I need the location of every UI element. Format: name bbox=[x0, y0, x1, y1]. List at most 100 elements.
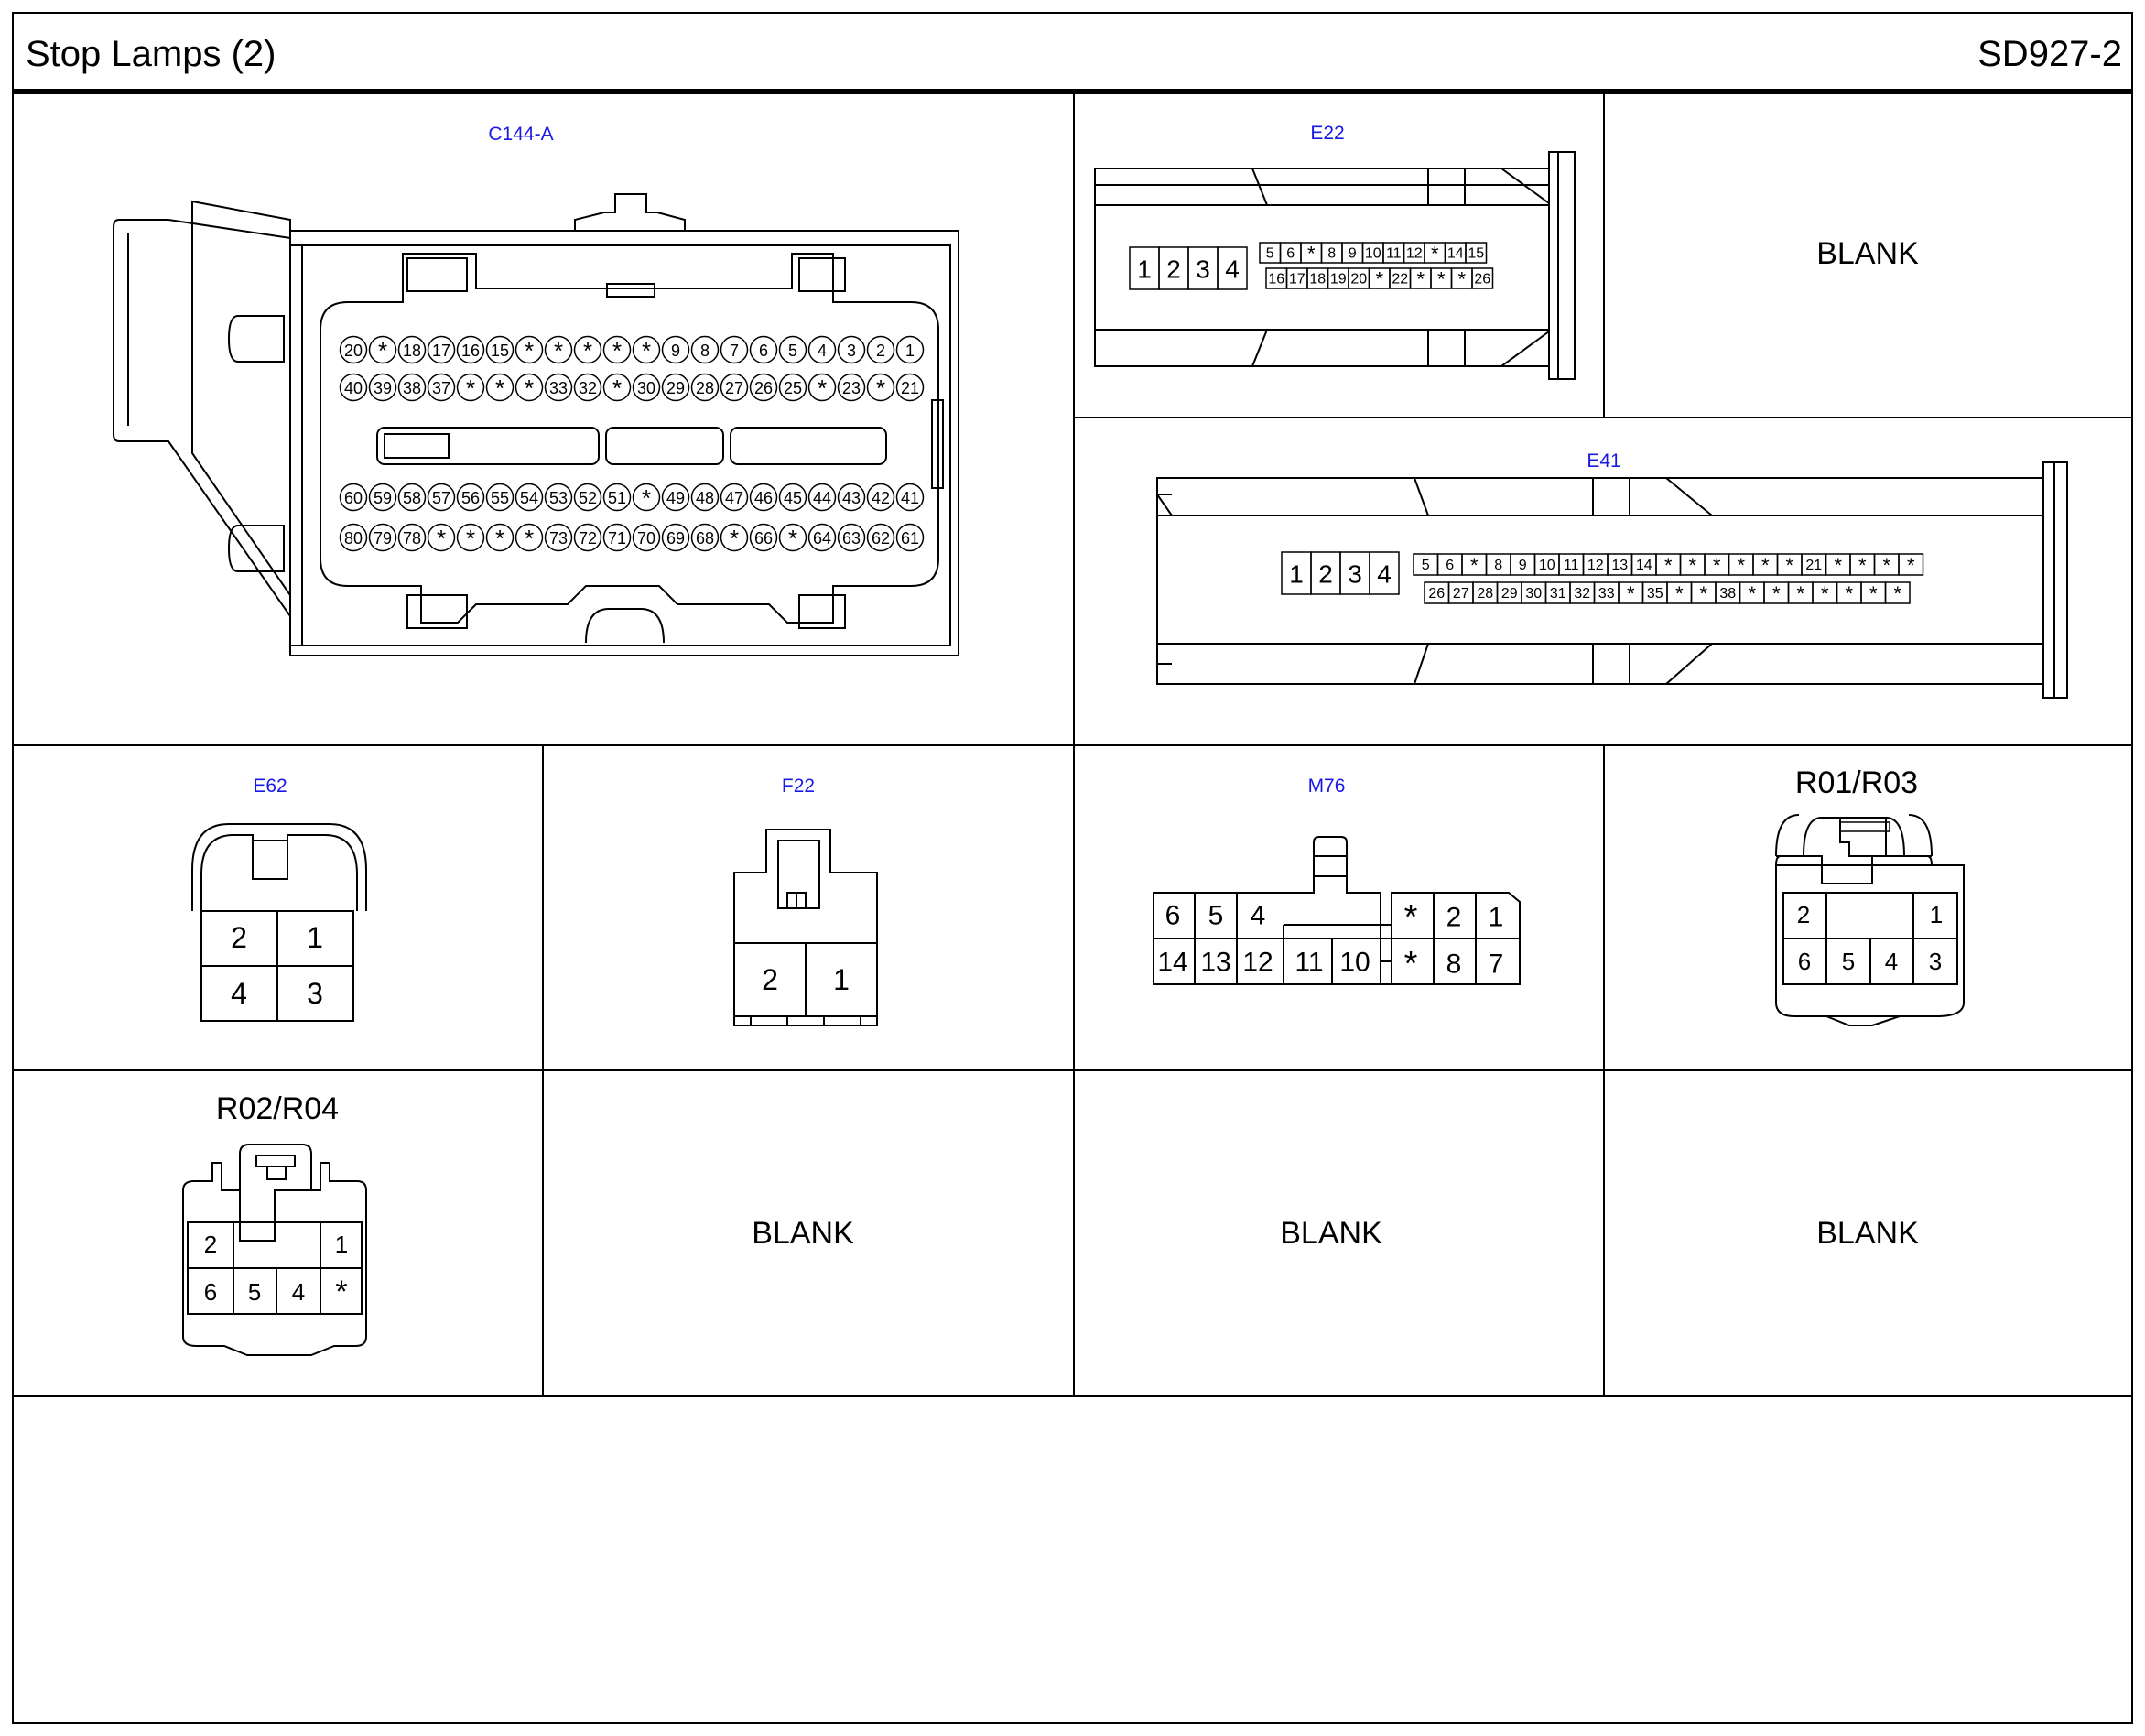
pin-label: 56 bbox=[461, 489, 480, 507]
pin-label: * bbox=[335, 1275, 347, 1309]
pin-label: 5 bbox=[1422, 558, 1430, 573]
pin-label: * bbox=[525, 525, 534, 552]
pin-circle bbox=[456, 483, 485, 512]
pin-label: * bbox=[1627, 582, 1635, 605]
pin-label: 21 bbox=[901, 379, 919, 397]
pin-circle bbox=[895, 335, 925, 364]
pin-circle bbox=[895, 523, 925, 552]
pin-label: 43 bbox=[842, 489, 861, 507]
pin-circle bbox=[602, 523, 632, 552]
pin-label: * bbox=[1834, 554, 1842, 577]
pin-label: * bbox=[1907, 554, 1915, 577]
pin-circle bbox=[485, 483, 515, 512]
pin-circle bbox=[778, 483, 807, 512]
pin-label: * bbox=[1858, 554, 1867, 577]
pin-label: 10 bbox=[1365, 246, 1381, 262]
pin-label: 2 bbox=[204, 1231, 217, 1258]
pin-label: * bbox=[1431, 243, 1439, 266]
pin-label: 8 bbox=[1446, 949, 1462, 980]
pin-label: 35 bbox=[1647, 586, 1663, 602]
pin-circle bbox=[690, 523, 720, 552]
pin-circle bbox=[837, 373, 866, 402]
pin-circle bbox=[661, 335, 690, 364]
pin-label: * bbox=[1675, 582, 1684, 605]
pin-label: * bbox=[495, 374, 504, 402]
pin-circle bbox=[866, 335, 895, 364]
pin-label: 41 bbox=[901, 489, 919, 507]
pin-label: * bbox=[1796, 582, 1804, 605]
pin-circle bbox=[807, 335, 837, 364]
pin-label: * bbox=[1748, 582, 1756, 605]
pin-label: * bbox=[1404, 945, 1418, 983]
pin-label: 72 bbox=[579, 529, 597, 548]
pin-label: 4 bbox=[1885, 948, 1898, 975]
pin-circle bbox=[866, 523, 895, 552]
pin-label: 79 bbox=[374, 529, 392, 548]
pin-label: 1 bbox=[307, 921, 323, 954]
pin-label: 9 bbox=[1349, 246, 1357, 262]
pin-circle bbox=[427, 523, 456, 552]
pin-circle bbox=[368, 483, 397, 512]
pin-circle bbox=[515, 483, 544, 512]
pin-label: 9 bbox=[1519, 558, 1527, 573]
pin-label: 28 bbox=[696, 379, 714, 397]
pin-label: 63 bbox=[842, 529, 861, 548]
pin-label: * bbox=[1821, 582, 1829, 605]
pin-label: 49 bbox=[666, 489, 685, 507]
pin-label: * bbox=[466, 374, 475, 402]
pin-label: 3 bbox=[307, 977, 323, 1010]
pin-label: * bbox=[1664, 554, 1673, 577]
pin-circle bbox=[720, 483, 749, 512]
pin-label: 21 bbox=[1805, 558, 1822, 573]
pin-circle bbox=[807, 523, 837, 552]
pin-circle bbox=[690, 373, 720, 402]
pin-label: 27 bbox=[725, 379, 743, 397]
pin-circle bbox=[368, 373, 397, 402]
pin-label: * bbox=[437, 525, 446, 552]
pin-label: * bbox=[525, 337, 534, 364]
pin-circle bbox=[485, 335, 515, 364]
pin-circle bbox=[895, 373, 925, 402]
pin-circle bbox=[602, 373, 632, 402]
pin-circle bbox=[661, 373, 690, 402]
pin-label: 2 bbox=[1446, 903, 1462, 933]
pin-circle bbox=[749, 483, 778, 512]
pin-label: 18 bbox=[403, 342, 421, 360]
pin-label: * bbox=[818, 374, 827, 402]
pin-circle bbox=[661, 483, 690, 512]
pin-label: 6 bbox=[759, 342, 768, 360]
pin-label: 1 bbox=[1489, 903, 1504, 933]
pin-label: 17 bbox=[1289, 272, 1305, 288]
pin-circle bbox=[368, 523, 397, 552]
pin-label: * bbox=[1375, 268, 1383, 291]
pin-label: 53 bbox=[549, 489, 568, 507]
pin-label: 12 bbox=[1587, 558, 1604, 573]
pin-label: 27 bbox=[1453, 586, 1469, 602]
pin-label: 33 bbox=[1598, 586, 1615, 602]
pin-label: 19 bbox=[1330, 272, 1347, 288]
pin-label: 1 bbox=[905, 342, 915, 360]
pin-label: 12 bbox=[1242, 948, 1273, 978]
pin-label: 28 bbox=[1477, 586, 1493, 602]
pin-label: 54 bbox=[520, 489, 538, 507]
pin-label: 2 bbox=[762, 963, 778, 996]
pin-label: 71 bbox=[608, 529, 626, 548]
pin-label: 29 bbox=[666, 379, 685, 397]
pin-label: * bbox=[525, 374, 534, 402]
pin-label: * bbox=[554, 337, 563, 364]
pin-label: 45 bbox=[784, 489, 802, 507]
pin-circle bbox=[720, 373, 749, 402]
pin-label: 14 bbox=[1447, 246, 1464, 262]
pin-label: 9 bbox=[671, 342, 680, 360]
pin-circle bbox=[837, 523, 866, 552]
pin-circle bbox=[427, 483, 456, 512]
pin-label: 69 bbox=[666, 529, 685, 548]
pin-label: * bbox=[1882, 554, 1890, 577]
pin-circle bbox=[632, 483, 661, 512]
pin-label: * bbox=[1688, 554, 1696, 577]
pin-cell bbox=[1217, 246, 1248, 290]
